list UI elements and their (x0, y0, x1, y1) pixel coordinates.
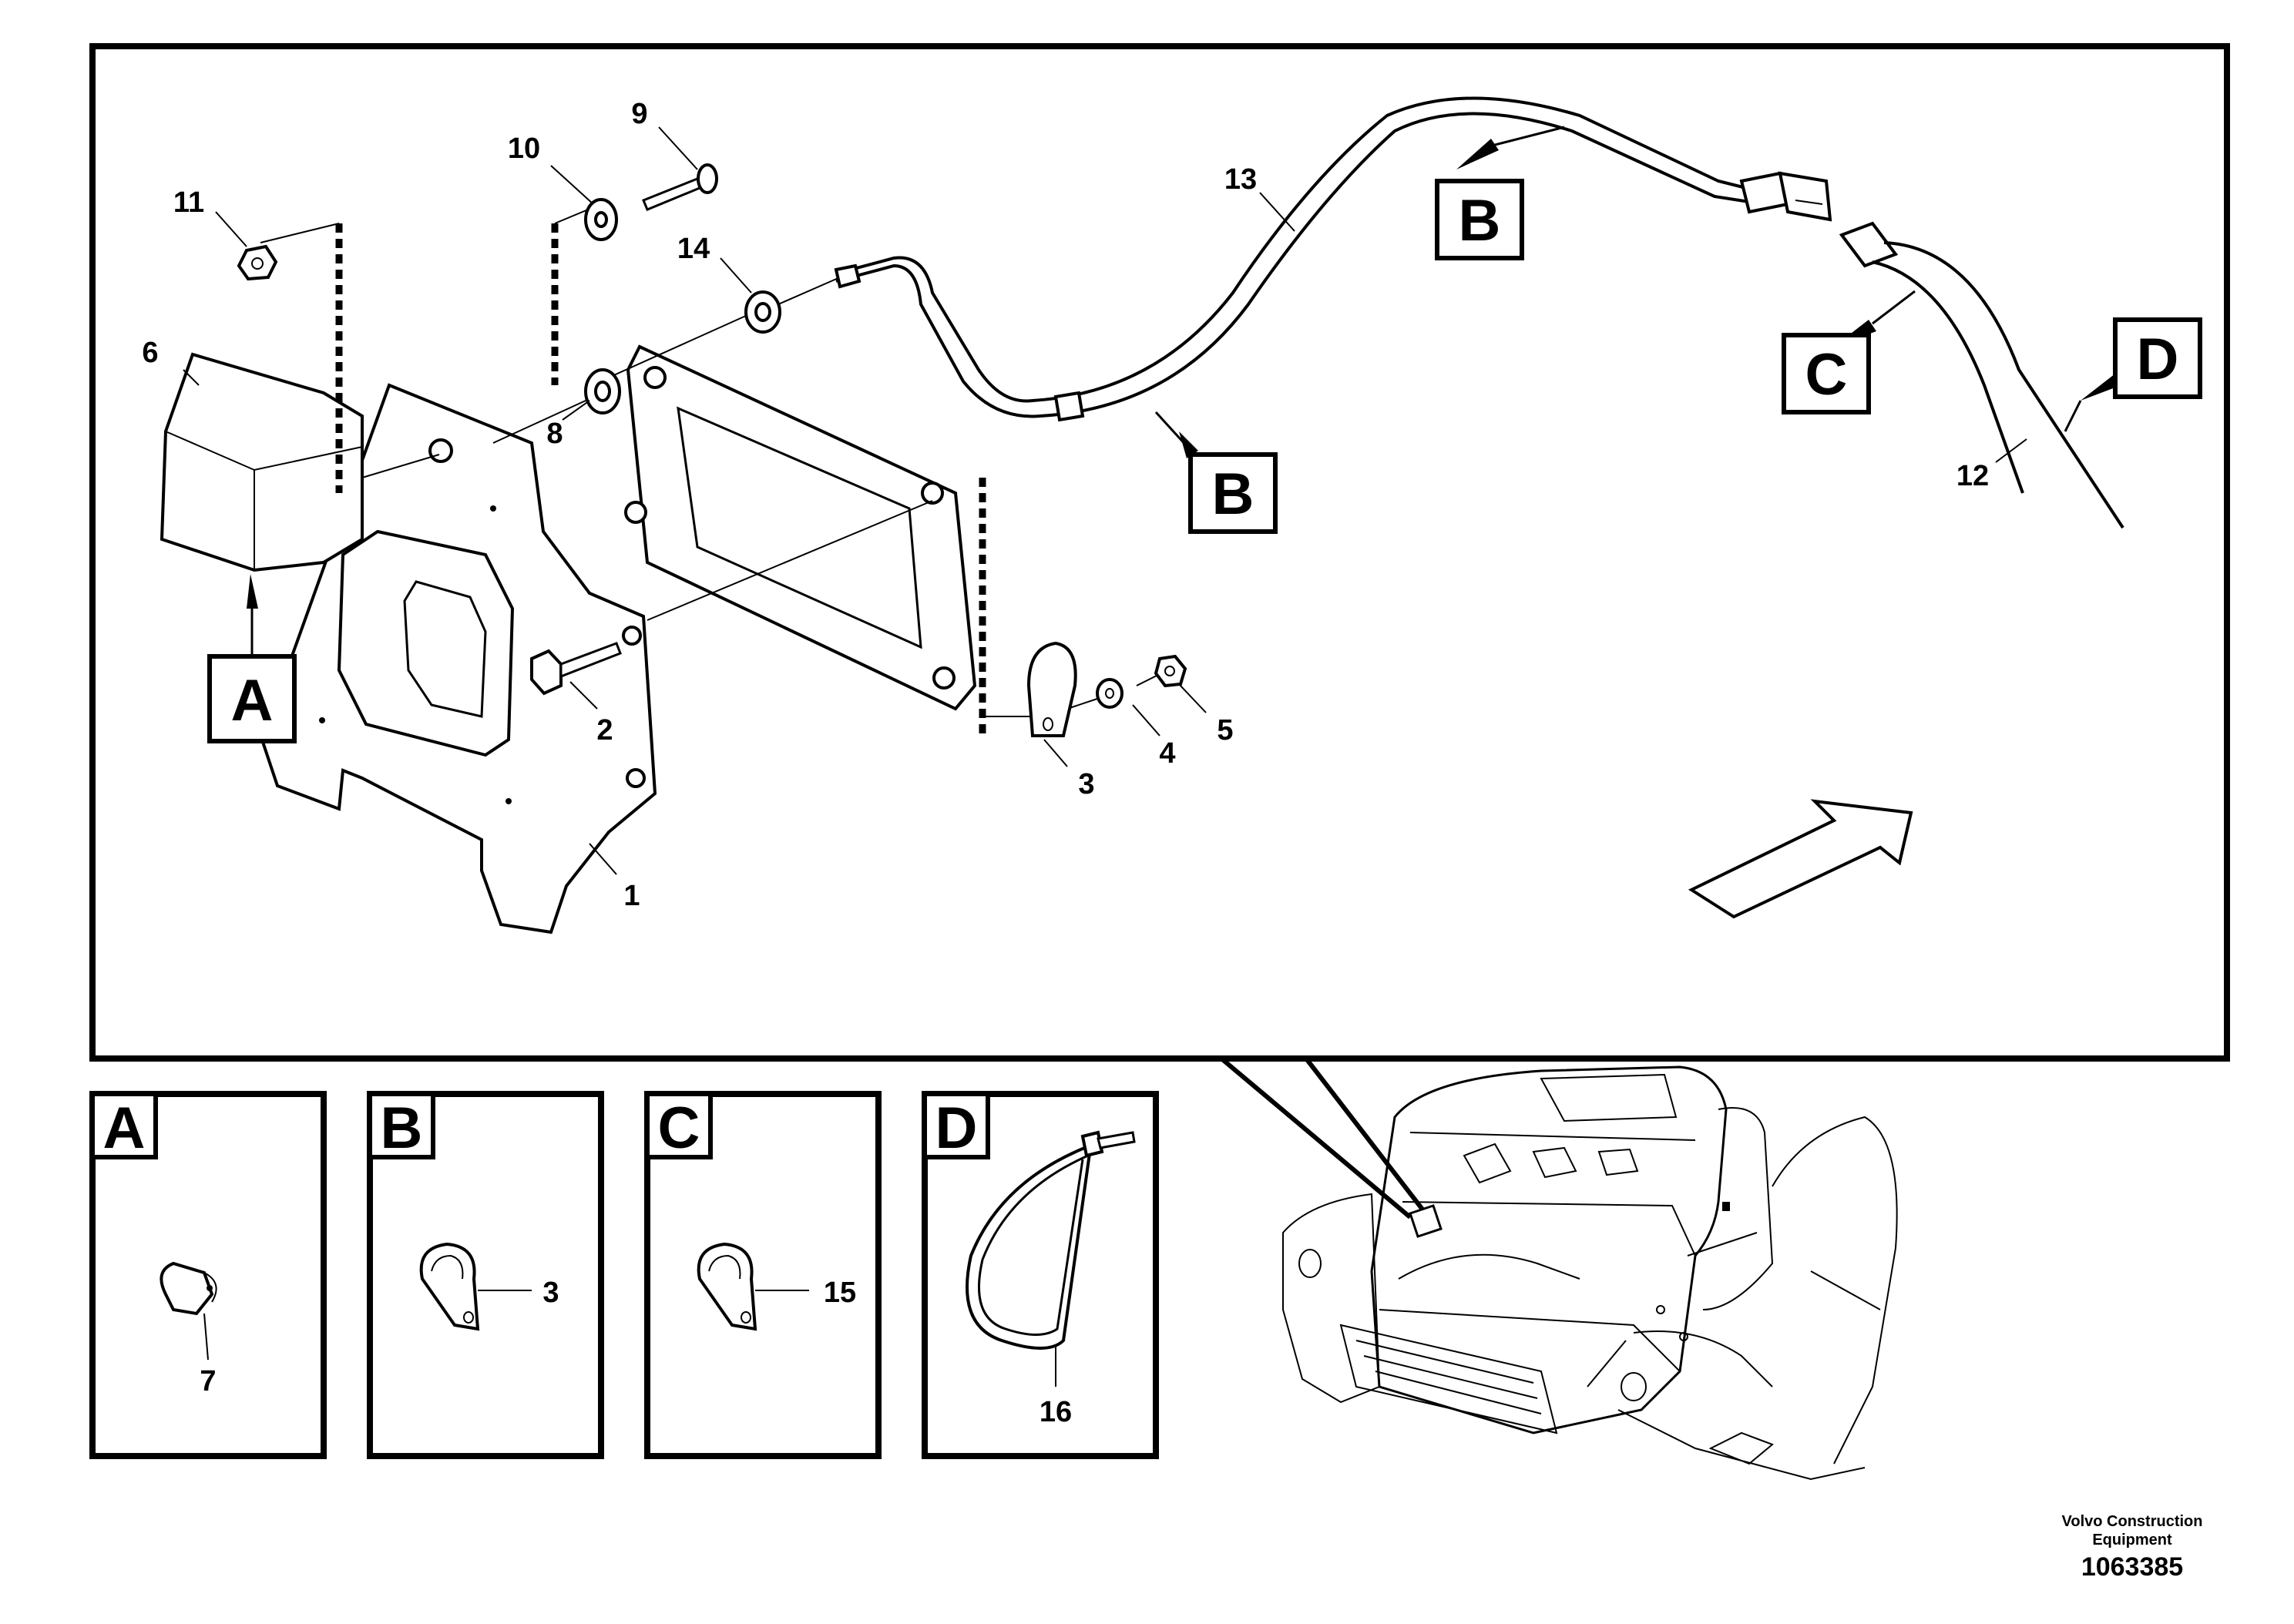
part-number-12: 12 (1956, 460, 1989, 492)
nut-11 (237, 244, 278, 281)
callout-b-main-upper: B (1435, 179, 1524, 260)
part-number-4: 4 (1159, 737, 1175, 770)
washer-4 (1096, 678, 1123, 709)
washer-10 (584, 198, 618, 241)
detail-c-label: C (658, 1096, 700, 1161)
assembly-lines (260, 203, 1160, 717)
gasket-frame (624, 344, 977, 711)
detail-a-label: A (103, 1096, 146, 1161)
part-number-9: 9 (631, 98, 647, 130)
company-name: Volvo Construction Equipment (2061, 1513, 2203, 1549)
clamp-15-detail (697, 1242, 757, 1331)
part-number-8: 8 (546, 418, 563, 450)
part-leaders (183, 126, 2027, 875)
cable-harness-13 (834, 96, 1832, 422)
detail-panel-d: D 16 (922, 1091, 1159, 1459)
main-detail-frame (89, 43, 2230, 1062)
part-number-6: 6 (142, 337, 158, 369)
callout-a-main: A (207, 654, 297, 743)
grommet-14 (744, 290, 781, 334)
zoom-leader (1220, 1056, 1428, 1220)
publisher-credit: Volvo Construction Equipment 1063385 (2032, 1512, 2232, 1582)
part-number-3-detail: 3 (542, 1277, 559, 1309)
part-number-15: 15 (824, 1277, 856, 1309)
part-number-14: 14 (677, 233, 710, 265)
vehicle-overview (1282, 1065, 1898, 1481)
callout-d-main: D (2113, 317, 2202, 399)
part-number-16: 16 (1040, 1396, 1072, 1428)
part-number-7: 7 (200, 1365, 216, 1398)
hidden-lines (335, 223, 986, 740)
part-number-13: 13 (1224, 163, 1257, 196)
clamp-3 (1026, 641, 1077, 737)
grommet-8 (584, 368, 621, 414)
lamp-housing (160, 352, 364, 572)
callout-b-lower-label: B (1212, 461, 1254, 527)
detail-b-label: B (381, 1096, 423, 1161)
detail-d-label: D (935, 1096, 978, 1161)
nut-5 (1154, 654, 1187, 688)
detail-panel-a: A 7 (89, 1091, 327, 1459)
part-number-3: 3 (1078, 768, 1094, 800)
screw-9 (642, 163, 718, 211)
callout-d-label: D (2137, 327, 2179, 392)
direction-arrow-icon (1688, 799, 1913, 919)
callout-c-label: C (1805, 342, 1848, 408)
callout-c-main: C (1782, 333, 1871, 414)
callout-a-label: A (231, 668, 274, 733)
document-number: 1063385 (2081, 1552, 2184, 1582)
bulb-7 (160, 1261, 217, 1316)
part-number-10: 10 (508, 133, 540, 165)
cable-12 (1839, 221, 2124, 529)
bolt-2 (530, 642, 622, 696)
part-number-5: 5 (1217, 714, 1233, 747)
part-number-2: 2 (596, 714, 613, 747)
part-number-11: 11 (173, 186, 204, 219)
callout-b-upper-label: B (1459, 188, 1501, 253)
cable-tie-16 (966, 1130, 1136, 1350)
detail-panel-b: B 3 (367, 1091, 604, 1459)
clamp-3-detail (419, 1242, 480, 1331)
part-number-1: 1 (623, 880, 640, 912)
detail-panel-c: C 15 (644, 1091, 882, 1459)
callout-b-main-lower: B (1188, 452, 1278, 534)
callout-pointers (247, 126, 2125, 659)
